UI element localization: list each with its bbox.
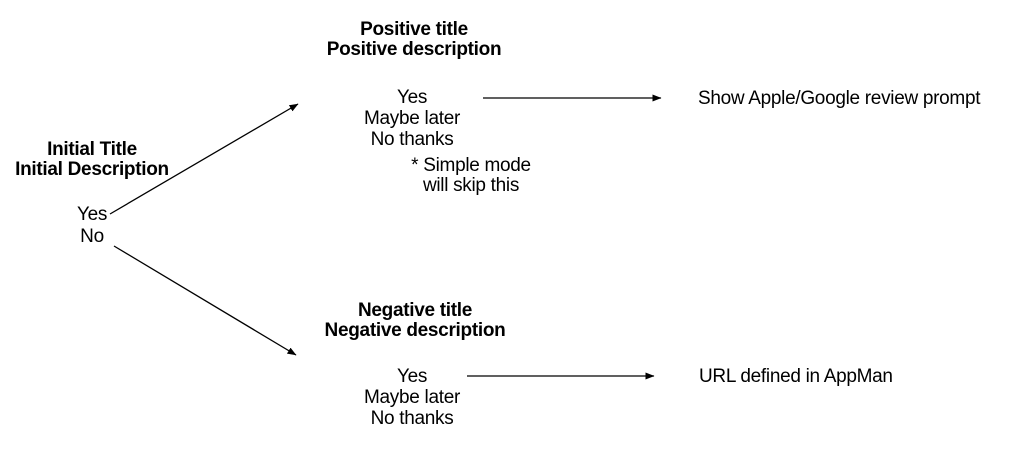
positive-node-description: Positive description: [326, 39, 502, 60]
arrow-initial-no-to-negative-node: [113, 245, 297, 356]
negative-node-title: Negative title: [357, 300, 473, 321]
initial-option-no: No: [80, 226, 104, 247]
positive-option-yes: Yes: [396, 87, 428, 108]
negative-option-maybe-later: Maybe later: [364, 387, 460, 408]
simple-mode-note: * Simple mode will skip this: [411, 156, 531, 196]
outcome-positive-label: Show Apple/Google review prompt: [698, 88, 981, 109]
positive-option-maybe-later: Maybe later: [364, 108, 460, 129]
initial-options: Yes No: [77, 204, 107, 248]
positive-option-no-thanks: No thanks: [370, 129, 454, 150]
outcome-negative-label: URL defined in AppMan: [699, 366, 893, 387]
initial-node: Initial Title Initial Description: [15, 140, 169, 180]
negative-option-no-thanks: No thanks: [370, 408, 454, 429]
negative-options: Yes Maybe later No thanks: [364, 366, 460, 429]
initial-node-description: Initial Description: [15, 159, 169, 180]
simple-mode-note-line1: * Simple mode: [411, 155, 531, 176]
negative-node-description: Negative description: [324, 320, 506, 341]
initial-option-yes: Yes: [76, 204, 108, 225]
negative-option-yes: Yes: [396, 366, 428, 387]
simple-mode-note-line2: will skip this: [422, 175, 520, 196]
positive-node-title: Positive title: [360, 19, 468, 40]
positive-options: Yes Maybe later No thanks: [364, 87, 460, 150]
positive-node: Positive title Positive description: [327, 20, 502, 60]
negative-node: Negative title Negative description: [325, 301, 506, 341]
initial-node-title: Initial Title: [47, 139, 137, 160]
